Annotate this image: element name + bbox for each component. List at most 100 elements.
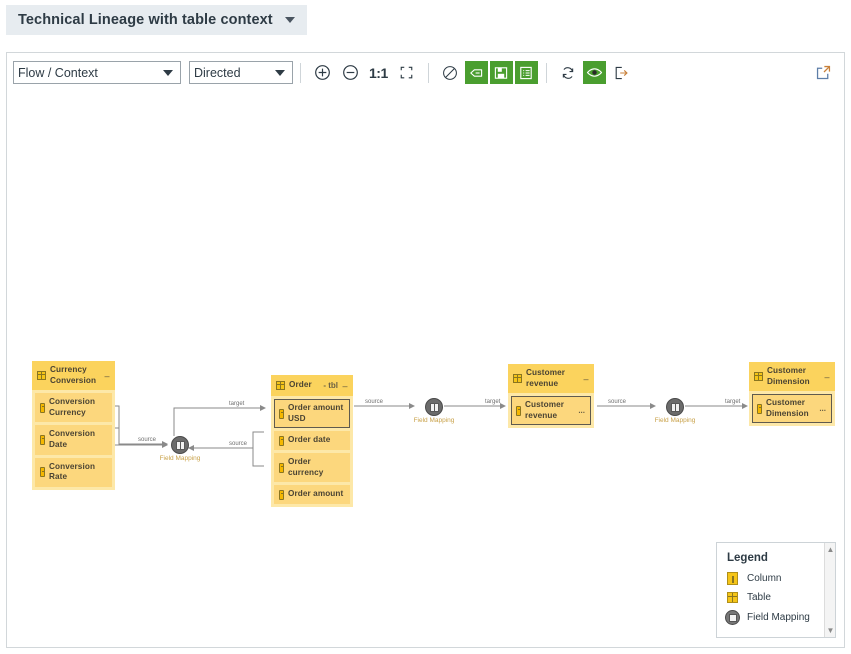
toolbar-divider [300, 62, 301, 83]
column-row[interactable]: Conversion Date [35, 425, 112, 455]
legend-item-table: Table [727, 591, 825, 604]
legend-item-column: Column [727, 572, 825, 585]
column-label: Conversion Rate [49, 461, 96, 482]
column-row[interactable]: Conversion Currency [35, 393, 112, 423]
legend-panel: Legend Column Table Field Mapping ▲ ▼ [716, 542, 836, 638]
edge-label-source: source [229, 441, 248, 447]
zoom-ratio-label[interactable]: 1:1 [369, 64, 388, 81]
column-icon [40, 402, 45, 413]
collapse-icon[interactable]: – [583, 373, 589, 384]
edge-label-source: source [365, 399, 384, 405]
column-label: Order amount USD [288, 403, 344, 423]
table-node-order[interactable]: Order - tbl – Order amount USD Order [271, 375, 353, 507]
column-icon [279, 408, 284, 419]
column-label: Customer revenue [525, 400, 565, 420]
field-mapping-icon [429, 402, 439, 412]
table-icon [513, 374, 522, 383]
flow-context-select[interactable]: Flow / Context [13, 61, 181, 84]
field-mapping-label: Field Mapping [413, 417, 455, 424]
column-icon [279, 462, 284, 473]
export-icon[interactable] [609, 61, 633, 85]
show-details-icon[interactable] [514, 61, 538, 84]
field-mapping-node[interactable] [171, 436, 189, 454]
table-node-header[interactable]: Customer revenue – [508, 364, 594, 393]
table-icon [727, 592, 738, 603]
lineage-panel: Flow / Context Directed [6, 52, 845, 648]
column-label: Customer Dimension [766, 398, 809, 418]
open-external-icon[interactable] [811, 61, 835, 85]
zoom-in-icon[interactable] [310, 61, 334, 85]
legend-item-label: Field Mapping [747, 612, 810, 623]
column-list: Customer revenue ... [508, 393, 594, 428]
edge-label-target: target [229, 401, 245, 407]
collapse-icon[interactable]: – [104, 370, 110, 381]
column-label: Order date [288, 435, 331, 445]
zoom-out-icon[interactable] [338, 61, 362, 85]
lineage-toolbar: Flow / Context Directed [7, 53, 844, 92]
column-row-selected[interactable]: Order amount USD [274, 399, 350, 429]
column-row[interactable]: Conversion Rate [35, 457, 112, 487]
eye-icon[interactable] [582, 61, 606, 84]
legend-scrollbar[interactable]: ▲ ▼ [824, 543, 835, 637]
legend-item-label: Table [747, 592, 771, 603]
lineage-canvas[interactable]: Currency Conversion – Conversion Currenc… [7, 92, 844, 648]
column-icon [279, 489, 284, 500]
column-ellipsis[interactable]: ... [819, 404, 826, 414]
column-row-selected[interactable]: Customer revenue ... [511, 396, 591, 426]
field-mapping-node[interactable] [425, 398, 443, 416]
edge-label-target: target [725, 399, 741, 405]
show-tables-icon[interactable] [489, 61, 513, 84]
column-ellipsis[interactable]: ... [578, 406, 585, 416]
column-row[interactable]: Order amount [274, 485, 350, 504]
table-icon [754, 372, 763, 381]
table-node-header[interactable]: Customer Dimension – [749, 362, 835, 391]
legend-item-field-mapping: Field Mapping [725, 610, 825, 625]
collapse-icon[interactable]: – [342, 380, 348, 391]
flow-context-select-wrap: Flow / Context [13, 61, 181, 84]
field-mapping-label: Field Mapping [159, 455, 201, 462]
direction-select[interactable]: Directed [189, 61, 293, 84]
chevron-down-icon[interactable]: ▼ [826, 626, 835, 635]
collapse-icon[interactable]: – [824, 371, 830, 382]
column-icon [757, 403, 762, 414]
table-node-customer-revenue[interactable]: Customer revenue – Customer revenue ... [508, 364, 594, 429]
page-title: Technical Lineage with table context [18, 12, 273, 28]
toolbar-divider [427, 62, 429, 83]
field-mapping-icon [725, 610, 740, 625]
refresh-icon[interactable] [556, 61, 580, 85]
chevron-up-icon[interactable]: ▲ [826, 545, 835, 554]
show-columns-icon[interactable] [464, 61, 488, 84]
column-row-selected[interactable]: Customer Dimension ... [752, 394, 832, 424]
field-mapping-icon [175, 440, 185, 450]
table-node-header[interactable]: Currency Conversion – [32, 361, 115, 390]
field-mapping-node[interactable] [666, 398, 684, 416]
toolbar-divider [545, 62, 547, 83]
fit-screen-icon[interactable] [395, 61, 419, 85]
column-icon [727, 572, 738, 585]
table-icon [37, 371, 46, 380]
direction-select-wrap: Directed [189, 61, 293, 84]
column-icon [40, 434, 45, 445]
column-row[interactable]: Order currency [274, 452, 350, 483]
no-entry-icon[interactable] [438, 61, 462, 85]
page-title-bar[interactable]: Technical Lineage with table context [6, 5, 307, 35]
field-mapping-icon [670, 402, 680, 412]
chevron-down-icon[interactable] [284, 17, 295, 23]
table-node-header[interactable]: Order - tbl – [271, 375, 353, 396]
table-node-title: Customer revenue [526, 368, 566, 388]
legend-title: Legend [727, 552, 768, 564]
table-icon [276, 381, 285, 390]
table-node-title: Currency Conversion [50, 365, 97, 385]
table-node-customer-dimension[interactable]: Customer Dimension – Customer Dimension … [749, 362, 835, 427]
column-row[interactable]: Order date [274, 431, 350, 450]
column-label: Order currency [288, 456, 324, 477]
column-list: Order amount USD Order date Order curren… [271, 396, 353, 507]
column-label: Conversion Currency [49, 397, 96, 417]
table-node-title: Customer Dimension [767, 366, 810, 386]
column-label: Order amount [288, 489, 344, 499]
table-node-suffix: - tbl [323, 381, 338, 390]
legend-item-label: Column [747, 573, 782, 584]
column-label: Conversion Date [49, 429, 96, 449]
table-node-currency-conversion[interactable]: Currency Conversion – Conversion Currenc… [32, 361, 115, 490]
